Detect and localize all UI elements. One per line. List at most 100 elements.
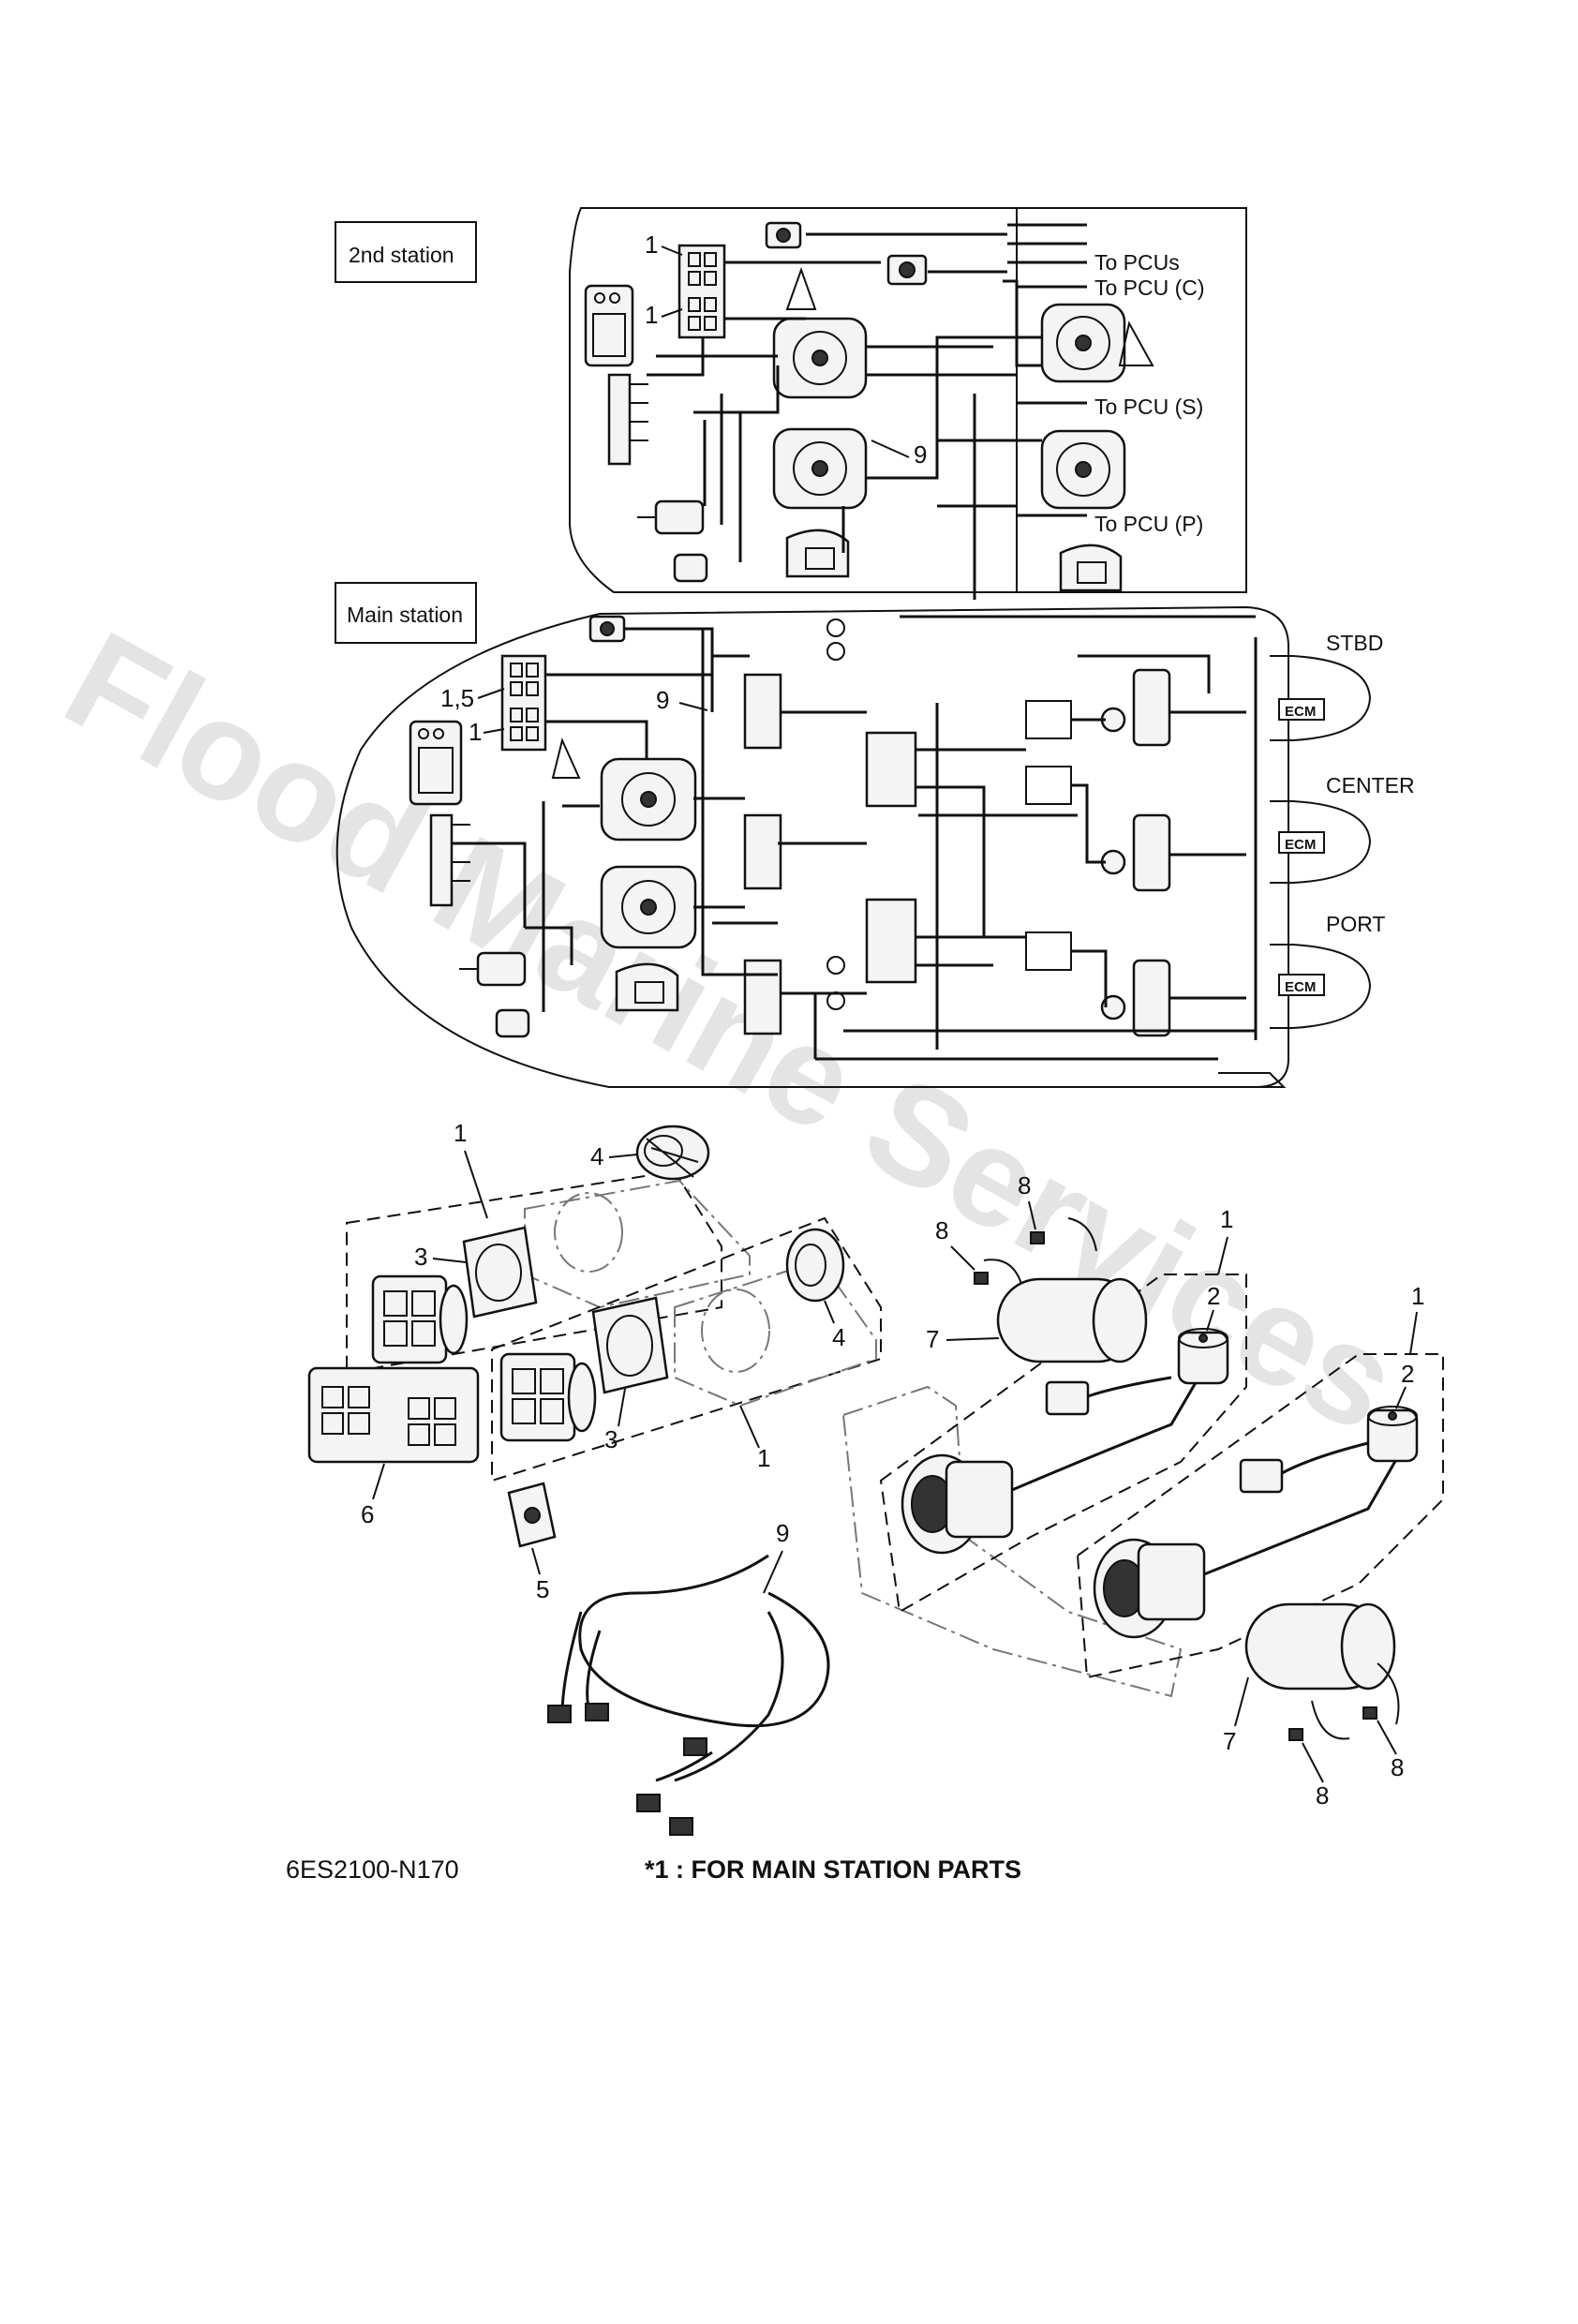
main-station-panel: Main station ECM STBD ECM CENTER ECM POR… xyxy=(335,582,1415,1088)
coil xyxy=(1366,1406,1419,1463)
hub xyxy=(743,813,782,890)
cover-tube xyxy=(996,1277,1148,1363)
relay-box xyxy=(1025,766,1072,805)
connector xyxy=(1045,1380,1090,1416)
callout-9: 9 xyxy=(656,686,669,714)
rectifier xyxy=(1132,959,1171,1037)
actuator xyxy=(1100,994,1126,1020)
callout-1: 1 xyxy=(1411,1282,1424,1310)
harness-wire xyxy=(647,232,1042,600)
ecm-label: ECM xyxy=(1285,704,1316,720)
assembly-outline-1 xyxy=(1076,1353,1444,1679)
engine-port: ECM PORT xyxy=(1270,912,1385,1029)
harness-wire xyxy=(452,615,1258,1061)
to-pcu-c-label: To PCU (C) xyxy=(1094,276,1205,300)
assembly-outline-1 xyxy=(491,1216,882,1482)
remote-control xyxy=(772,427,868,510)
coil xyxy=(1177,1328,1229,1385)
center-label: CENTER xyxy=(1326,773,1415,797)
sensor xyxy=(637,499,705,535)
remote-tag xyxy=(507,1482,557,1548)
ecm-box xyxy=(1278,831,1325,854)
switch-panel-exploded-view: 1 1 4 4 3 3 xyxy=(307,1119,882,1836)
bracket xyxy=(1118,320,1154,366)
rectifier xyxy=(1132,668,1171,747)
remote-control xyxy=(1040,303,1126,383)
lanyard-switch xyxy=(785,529,850,578)
bracket xyxy=(551,737,581,779)
callout-2: 2 xyxy=(1401,1360,1414,1388)
callout-7: 7 xyxy=(926,1325,939,1353)
bracket xyxy=(785,267,817,310)
clip xyxy=(1288,1728,1303,1741)
multi-switch-panel xyxy=(307,1366,480,1464)
clip xyxy=(1030,1231,1045,1244)
callout-7: 7 xyxy=(1223,1727,1236,1755)
buzzer xyxy=(673,553,708,583)
callout-4: 4 xyxy=(590,1142,603,1170)
switch-panel xyxy=(677,244,726,339)
drawing-number: 6ES2100-N170 xyxy=(286,1855,459,1884)
mounting-plate xyxy=(674,1259,877,1408)
callout-5: 5 xyxy=(536,1575,549,1603)
lock-nut xyxy=(635,1125,710,1181)
callout-2: 2 xyxy=(1207,1282,1220,1310)
to-pcu-s-label: To PCU (S) xyxy=(1094,395,1203,419)
callout-9: 9 xyxy=(914,440,927,469)
fuse xyxy=(826,618,845,637)
remote-control-exploded-view: 1 1 2 xyxy=(841,1171,1444,1810)
sensor xyxy=(459,951,527,987)
second-station-panel: 2nd station 1 1 xyxy=(335,207,1247,600)
harness-wire xyxy=(1218,1072,1287,1088)
pcu-unit xyxy=(865,731,917,808)
callout-1: 1 xyxy=(645,301,658,329)
ecm-label: ECM xyxy=(1285,837,1316,853)
fuse xyxy=(826,956,845,975)
switch-unit xyxy=(371,1274,469,1364)
to-pcu-p-label: To PCU (P) xyxy=(1094,512,1203,536)
callout-6: 6 xyxy=(361,1500,374,1528)
clip xyxy=(1311,1700,1350,1740)
lock-nut xyxy=(785,1228,845,1303)
callout-1: 1 xyxy=(645,231,658,259)
display-unit xyxy=(584,284,634,367)
mounting-plate xyxy=(524,1179,751,1309)
ecm-label: ECM xyxy=(1285,979,1316,995)
callout-1-5: 1,5 xyxy=(440,684,474,712)
pcu-wire xyxy=(937,223,1087,517)
gasket xyxy=(591,1296,669,1394)
second-station-label: 2nd station xyxy=(349,243,454,267)
ecm-box xyxy=(1278,974,1325,996)
remote-control xyxy=(772,317,868,399)
relay-box xyxy=(1025,931,1072,971)
callout-3: 3 xyxy=(414,1243,427,1271)
clip xyxy=(1067,1217,1097,1252)
engine-stbd: ECM STBD xyxy=(1270,631,1383,741)
second-station-label-box xyxy=(335,221,477,283)
remote-lever-base xyxy=(1093,1442,1407,1639)
callout-3: 3 xyxy=(604,1425,618,1453)
footer-note: *1 : FOR MAIN STATION PARTS xyxy=(645,1855,1021,1884)
rectifier xyxy=(1132,813,1171,892)
buzzer xyxy=(495,1008,530,1038)
callout-9: 9 xyxy=(776,1519,789,1547)
cover-tube xyxy=(1244,1602,1396,1691)
stbd-label: STBD xyxy=(1326,631,1383,655)
junction-block xyxy=(429,813,454,907)
clip xyxy=(974,1272,989,1285)
junction-block xyxy=(607,373,632,466)
wire-harness xyxy=(547,1554,830,1836)
callout-8: 8 xyxy=(1391,1753,1404,1781)
assembly-outline-1 xyxy=(879,1274,1247,1614)
remote-lever-base xyxy=(901,1367,1206,1555)
clip xyxy=(983,1259,1022,1285)
hub xyxy=(743,959,782,1035)
to-pcus-label: To PCUs xyxy=(1094,250,1180,275)
callout-8: 8 xyxy=(1316,1781,1329,1810)
remote-control xyxy=(1040,429,1126,510)
switch-unit xyxy=(499,1352,597,1442)
fuse xyxy=(826,642,845,661)
clip xyxy=(1362,1706,1377,1720)
callout-8: 8 xyxy=(935,1216,948,1244)
